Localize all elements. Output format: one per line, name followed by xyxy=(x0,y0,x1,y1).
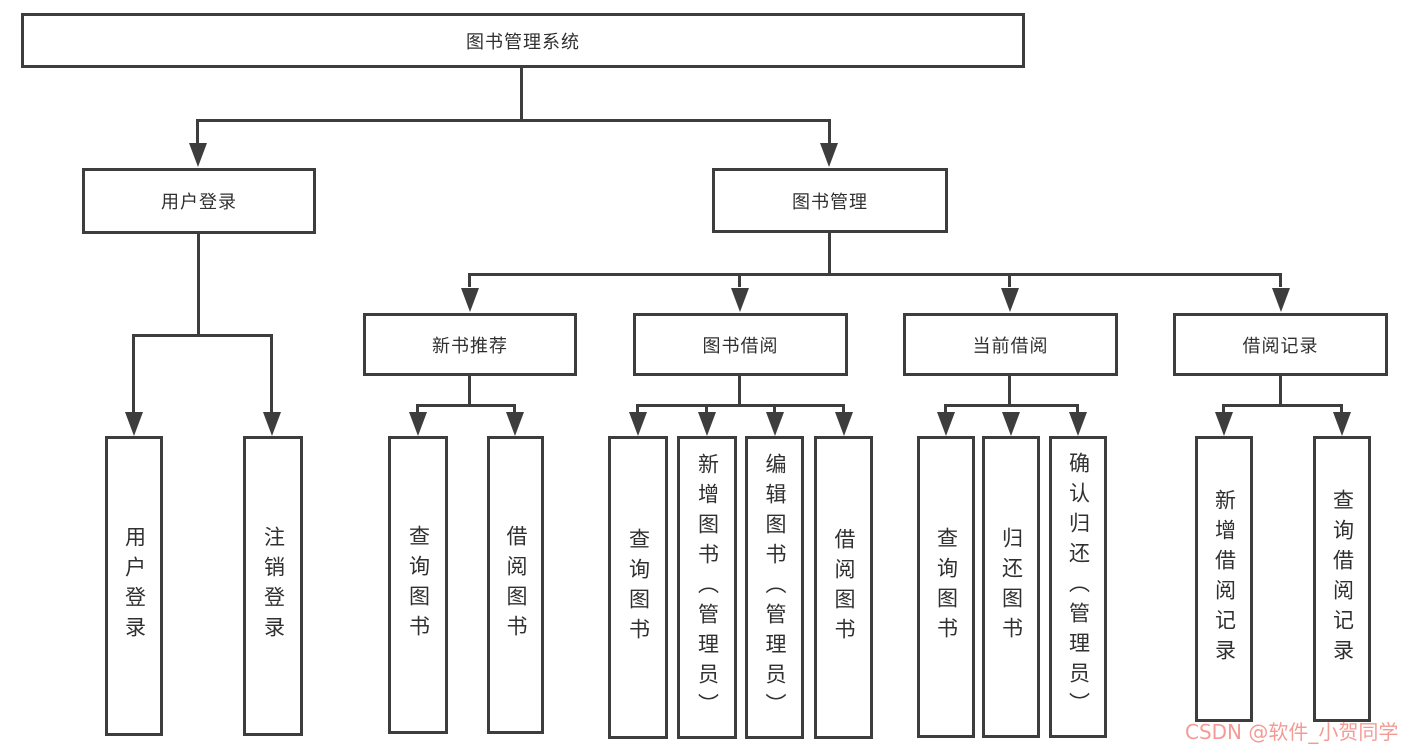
connector-stub xyxy=(1076,404,1079,414)
connector-stub xyxy=(1340,404,1343,414)
node-label: 注销登录 xyxy=(261,526,286,646)
node-new-book-recommendation: 新书推荐 xyxy=(363,313,577,376)
connector-stub xyxy=(944,404,947,414)
connector-stub xyxy=(197,233,200,335)
node-label: 借阅图书 xyxy=(504,525,528,645)
connector-arrow-icon xyxy=(506,412,524,436)
connector-arrow-icon xyxy=(698,412,716,436)
connector-stub xyxy=(468,376,471,406)
node-label: 查询图书 xyxy=(934,527,959,647)
connector-arrow-icon xyxy=(1069,412,1087,436)
node-label: 图书管理 xyxy=(792,191,868,213)
connector-level1-hline xyxy=(196,119,830,122)
connector-stub xyxy=(270,334,273,414)
connector-root-stub xyxy=(520,68,523,120)
node-leaf-edit-books-admin: 编辑图书（管理员） xyxy=(745,436,804,739)
connector-stub xyxy=(828,232,831,275)
node-label: 当前借阅 xyxy=(972,335,1049,357)
connector-stub xyxy=(1222,404,1225,414)
node-leaf-borrow-books: 借阅图书 xyxy=(487,436,544,734)
connector-arrow-icon xyxy=(461,288,479,312)
connector-arrow-icon xyxy=(835,412,853,436)
node-leaf-search-books: 查询图书 xyxy=(388,436,448,734)
connector-arrow-icon xyxy=(409,412,427,436)
connector-arrow-icon xyxy=(1272,288,1290,312)
node-leaf-add-borrow-record: 新增借阅记录 xyxy=(1195,436,1253,722)
connector-hline xyxy=(944,404,1079,407)
watermark: CSDN @软件_小贺同学 xyxy=(1185,720,1399,744)
connector-stub xyxy=(1279,273,1282,287)
connector-arrow-icon xyxy=(263,412,281,436)
node-leaf-add-books-admin: 新增图书（管理员） xyxy=(677,436,737,739)
connector-arrow-icon xyxy=(766,412,784,436)
node-leaf-return-books: 归还图书 xyxy=(982,436,1040,738)
node-label: 查询图书 xyxy=(626,527,651,648)
connector-stub xyxy=(1008,273,1011,287)
connector-stub xyxy=(738,273,741,287)
node-label: 用户登录 xyxy=(161,192,237,213)
node-label: 图书管理系统 xyxy=(466,31,580,53)
node-label: 新增借阅记录 xyxy=(1212,489,1237,669)
node-label: 查询图书 xyxy=(406,525,431,645)
node-label: 用户登录 xyxy=(122,526,147,646)
node-label: 借阅图书 xyxy=(832,527,856,648)
connector-hline xyxy=(1222,404,1343,407)
connector-stub xyxy=(828,119,831,146)
connector-stub xyxy=(1279,376,1282,406)
connector-stub xyxy=(842,404,845,414)
node-book-borrowing: 图书借阅 xyxy=(633,313,848,376)
connector-arrow-icon xyxy=(189,143,207,167)
node-user-login: 用户登录 xyxy=(82,168,316,234)
connector-hline xyxy=(132,334,273,337)
connector-stub xyxy=(636,404,639,414)
connector-stub xyxy=(738,376,741,406)
node-label: 归还图书 xyxy=(999,527,1024,647)
node-label: 确认归还（管理员） xyxy=(1066,452,1091,722)
node-leaf-user-login: 用户登录 xyxy=(105,436,163,736)
node-leaf-search-borrow-record: 查询借阅记录 xyxy=(1313,436,1371,722)
connector-arrow-icon xyxy=(1215,412,1233,436)
node-book-management: 图书管理 xyxy=(712,168,948,233)
connector-arrow-icon xyxy=(820,143,838,167)
node-label: 查询借阅记录 xyxy=(1330,489,1355,669)
node-label: 编辑图书（管理员） xyxy=(763,452,787,723)
node-label: 图书借阅 xyxy=(702,335,779,357)
connector-stub xyxy=(416,404,419,414)
node-leaf-logout: 注销登录 xyxy=(243,436,303,736)
connector-arrow-icon xyxy=(731,288,749,312)
connector-arrow-icon xyxy=(1002,412,1020,436)
connector-stub xyxy=(132,334,135,414)
connector-arrow-icon xyxy=(125,412,143,436)
node-borrowing-records: 借阅记录 xyxy=(1173,313,1388,376)
connector-stub xyxy=(773,404,776,414)
node-leaf-borrow-books: 借阅图书 xyxy=(814,436,873,739)
connector-arrow-icon xyxy=(937,412,955,436)
connector-arrow-icon xyxy=(1001,288,1019,312)
connector-level2-hline xyxy=(468,273,1282,276)
connector-hline xyxy=(636,404,845,407)
node-leaf-confirm-return-admin: 确认归还（管理员） xyxy=(1049,436,1107,738)
connector-hline xyxy=(416,404,516,407)
node-current-borrowing: 当前借阅 xyxy=(903,313,1118,376)
connector-arrow-icon xyxy=(629,412,647,436)
connector-arrow-icon xyxy=(1333,412,1351,436)
node-label: 新增图书（管理员） xyxy=(695,452,720,723)
connector-stub xyxy=(1008,376,1011,406)
connector-stub xyxy=(513,404,516,414)
node-leaf-search-books: 查询图书 xyxy=(917,436,975,738)
connector-stub xyxy=(705,404,708,414)
node-label: 新书推荐 xyxy=(432,335,508,357)
node-label: 借阅记录 xyxy=(1242,335,1319,357)
connector-stub xyxy=(196,119,199,146)
node-leaf-search-books: 查询图书 xyxy=(608,436,668,739)
node-library-management-system: 图书管理系统 xyxy=(21,13,1025,68)
connector-stub xyxy=(468,273,471,287)
